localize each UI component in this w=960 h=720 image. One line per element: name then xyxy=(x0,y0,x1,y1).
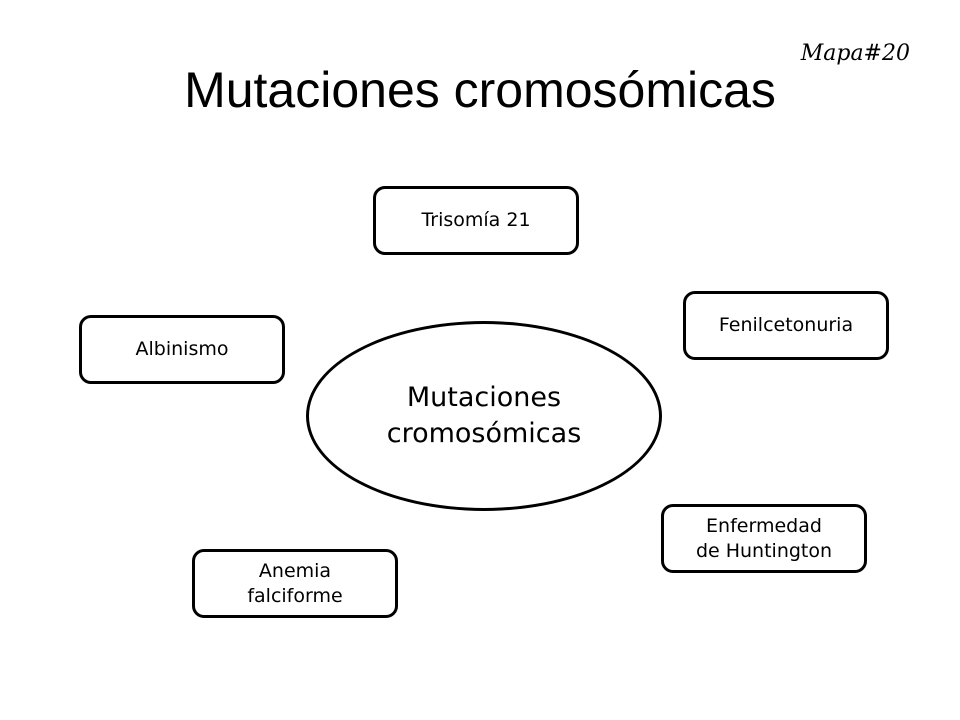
node-fenilcetonuria: Fenilcetonuria xyxy=(683,291,889,360)
node-label: Fenilcetonuria xyxy=(718,314,854,336)
node-label: Trisomía 21 xyxy=(421,209,531,231)
map-number-label: Mapa#20 xyxy=(800,41,910,66)
node-label-line1: Anemia xyxy=(258,559,332,582)
node-label-line1: Enfermedad xyxy=(706,514,822,537)
node-label: Albinismo xyxy=(135,338,229,360)
center-label-line2: cromosómicas xyxy=(386,418,582,449)
node-anemia-falciforme: Anemia falciforme xyxy=(192,549,398,618)
slide-title: Mutaciones cromosómicas xyxy=(184,62,776,118)
node-enfermedad-huntington: Enfermedad de Huntington xyxy=(661,504,867,573)
node-label-line2: de Huntington xyxy=(695,539,833,562)
node-label-line2: falciforme xyxy=(247,584,343,607)
center-label-line1: Mutaciones xyxy=(406,382,562,413)
node-albinismo: Albinismo xyxy=(79,315,285,384)
central-concept-ellipse: Mutaciones cromosómicas xyxy=(306,321,662,511)
node-trisomia-21: Trisomía 21 xyxy=(373,186,579,255)
